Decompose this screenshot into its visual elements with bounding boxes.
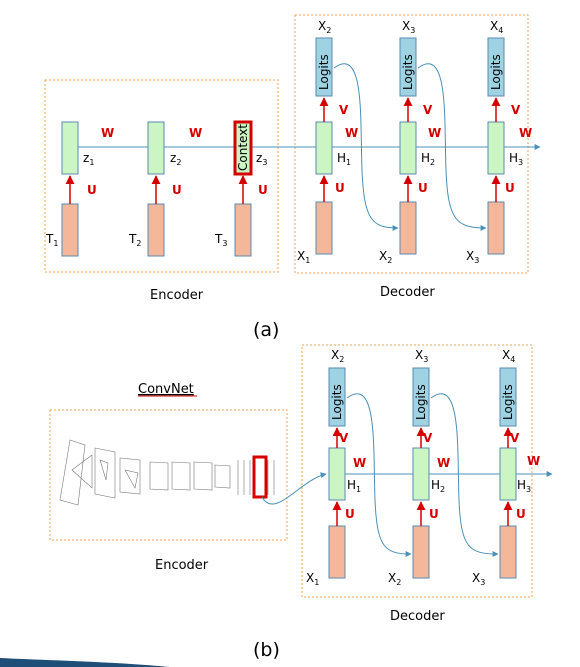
u-label: U — [335, 181, 345, 195]
w-label: W — [101, 126, 114, 140]
output-label: X2 — [331, 348, 344, 364]
input-label: T3 — [214, 232, 227, 248]
input-block — [412, 525, 430, 579]
v-label: V — [339, 103, 349, 117]
state-block — [147, 121, 165, 175]
logits-block — [328, 367, 346, 427]
state-block — [412, 447, 430, 501]
u-label: U — [345, 507, 355, 521]
u-label: U — [172, 183, 182, 197]
convnet-title: ConvNet — [138, 382, 194, 397]
logits-label: Logits — [317, 54, 331, 90]
output-label: X2 — [318, 19, 331, 35]
decoder-box-b — [301, 344, 533, 598]
feedback-arrow — [346, 393, 412, 557]
decoder-caption: Decoder — [390, 609, 445, 624]
state-block — [61, 121, 79, 175]
state-label: H3 — [517, 478, 531, 494]
input-block — [147, 203, 165, 257]
u-label: U — [429, 507, 439, 521]
input-block — [499, 525, 517, 579]
state-block — [499, 447, 517, 501]
encoder-caption: Encoder — [150, 288, 204, 303]
input-label: X1 — [297, 249, 310, 265]
w-label: W — [353, 456, 366, 470]
state-label: z1 — [83, 151, 94, 167]
input-label: X1 — [306, 571, 319, 587]
convnet-feature-highlight — [252, 455, 268, 499]
w-label: W — [345, 126, 358, 140]
logits-block — [412, 367, 430, 427]
logits-label: Logits — [501, 384, 515, 420]
logits-label: Logits — [489, 54, 503, 90]
v-label: V — [423, 431, 433, 445]
input-block — [399, 201, 417, 255]
convnet-illustration — [59, 439, 275, 506]
input-block — [234, 203, 252, 257]
input-label: X2 — [388, 571, 401, 587]
feedback-arrow — [417, 63, 487, 231]
w-label: W — [437, 456, 450, 470]
u-label: U — [516, 507, 526, 521]
state-label: z3 — [256, 151, 267, 167]
logits-block — [499, 367, 517, 427]
v-label: V — [511, 103, 521, 117]
encoder-caption: Encoder — [155, 558, 209, 573]
w-label: W — [189, 126, 202, 140]
w-label: W — [527, 454, 540, 468]
state-label: H1 — [337, 151, 351, 167]
panel-b-caption: (b) — [253, 639, 280, 661]
input-block — [487, 201, 505, 255]
logits-label: Logits — [401, 54, 415, 90]
decoder-box-a — [294, 14, 529, 274]
state-block — [328, 447, 346, 501]
u-label: U — [258, 183, 268, 197]
context-block — [233, 120, 253, 176]
input-label: T2 — [128, 232, 141, 248]
v-label: V — [339, 431, 349, 445]
encoder-box-a — [44, 79, 279, 273]
output-label: X3 — [415, 348, 428, 364]
logits-label: Logits — [414, 384, 428, 420]
context-arrow-b — [261, 472, 327, 505]
state-label: z2 — [170, 151, 181, 167]
logits-label: Logits — [330, 384, 344, 420]
logits-block — [315, 37, 333, 97]
u-label: U — [87, 183, 97, 197]
state-block — [487, 121, 505, 175]
v-label: V — [423, 103, 433, 117]
w-label: W — [519, 126, 532, 140]
state-label: H3 — [509, 151, 523, 167]
logits-block — [487, 37, 505, 97]
state-label: H2 — [421, 151, 435, 167]
feedback-arrow — [430, 393, 499, 557]
u-label: U — [418, 181, 428, 195]
input-block — [328, 525, 346, 579]
slide-decoration — [0, 658, 170, 667]
encoder-box-b — [49, 409, 288, 541]
v-label: V — [510, 431, 520, 445]
input-label: X3 — [466, 249, 479, 265]
input-label: T1 — [45, 232, 58, 248]
output-label: X4 — [502, 348, 515, 364]
state-block — [399, 121, 417, 175]
state-block — [315, 121, 333, 175]
w-label: W — [428, 126, 441, 140]
input-label: X3 — [472, 571, 485, 587]
input-block — [315, 201, 333, 255]
state-label: H1 — [347, 478, 361, 494]
feedback-arrow — [333, 63, 399, 231]
context-label: Context — [236, 124, 250, 171]
decoder-caption: Decoder — [380, 285, 435, 300]
output-label: X4 — [490, 19, 503, 35]
state-label: H2 — [431, 478, 445, 494]
u-label: U — [505, 181, 515, 195]
logits-block — [399, 37, 417, 97]
input-label: X2 — [379, 249, 392, 265]
panel-a-caption: (a) — [253, 319, 279, 341]
input-block — [61, 203, 79, 257]
output-label: X3 — [402, 19, 415, 35]
